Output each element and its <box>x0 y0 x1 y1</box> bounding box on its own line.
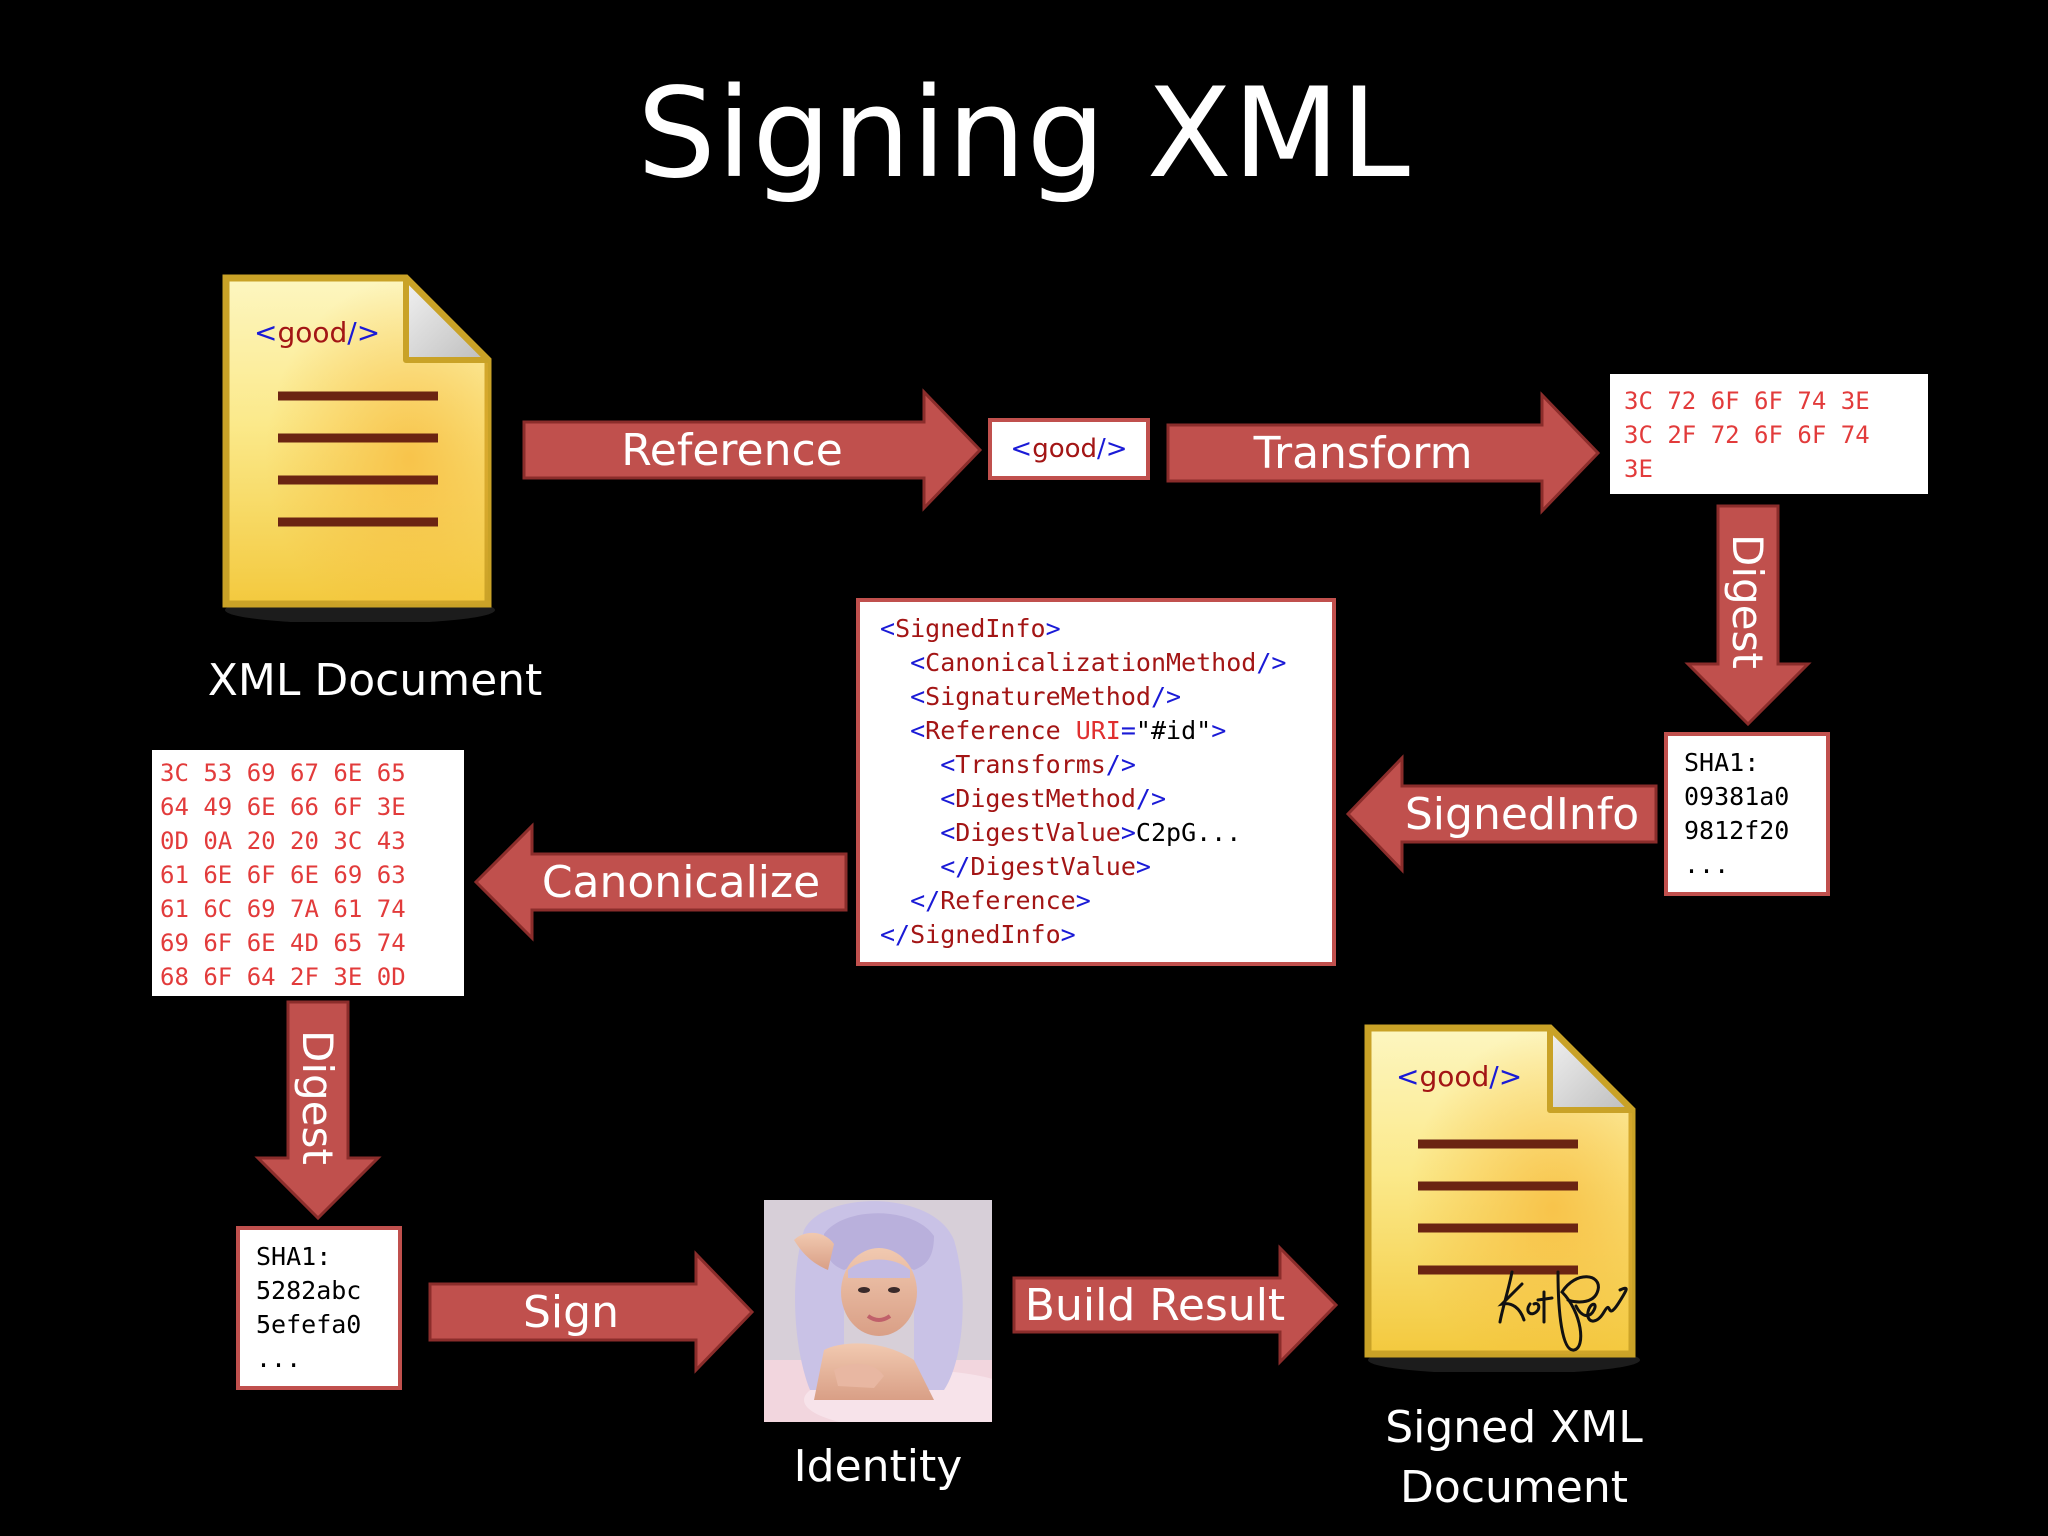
digest-left-label: Digest <box>293 1030 342 1165</box>
xml-canonicalization: <CanonicalizationMethod/> <box>910 648 1287 677</box>
transform-arrow: Transform <box>1166 391 1601 515</box>
transformed-hex-box: 3C 72 6F 6F 74 3E 3C 2F 72 6F 6F 74 3E <box>1610 374 1928 494</box>
build-result-label: Build Result <box>1024 1279 1286 1331</box>
xml-digest-method: <DigestMethod/> <box>940 784 1167 813</box>
signed-xml-document-icon: <good/> <box>1362 1022 1644 1374</box>
digest-left-arrow: Digest <box>254 1000 382 1221</box>
build-result-arrow: Build Result <box>1012 1244 1339 1366</box>
signature-icon <box>1497 1270 1628 1352</box>
canonicalize-arrow: Canonicalize <box>473 822 848 942</box>
xml-digest-value-close: </DigestValue> <box>940 852 1151 881</box>
signedinfo-xml-box: <SignedInfo> <CanonicalizationMethod/> <… <box>856 598 1336 966</box>
xml-transforms: <Transforms/> <box>940 750 1136 779</box>
xml-signature-method: <SignatureMethod/> <box>910 682 1182 711</box>
signedinfo-arrow: SignedInfo <box>1345 754 1658 874</box>
xml-reference-close: </Reference> <box>910 886 1091 915</box>
xml-digest-value-open: <DigestValue>C2pG... <box>940 818 1242 847</box>
xml-document-icon: <good/> <box>220 272 500 624</box>
xml-document-caption: XML Document <box>207 655 543 706</box>
reference-arrow: Reference <box>522 388 983 512</box>
page-title: Signing XML <box>637 62 1411 206</box>
identity-photo <box>764 1200 992 1422</box>
digest-sha1-box-top: SHA1: 09381a0 9812f20 ... <box>1664 732 1830 896</box>
canonical-hex-box: 3C 53 69 67 6E 65 64 49 6E 66 6F 3E 0D 0… <box>152 750 464 996</box>
reference-label: Reference <box>621 424 843 476</box>
sign-arrow: Sign <box>428 1250 755 1374</box>
digest-sha1-box-bottom: SHA1: 5282abc 5efefa0 ... <box>236 1226 402 1390</box>
identity-caption: Identity <box>793 1441 963 1492</box>
signed-xml-document-caption: Signed XML Document <box>1385 1402 1643 1513</box>
transform-label: Transform <box>1253 427 1473 479</box>
sign-label: Sign <box>523 1286 619 1338</box>
signedinfo-label: SignedInfo <box>1404 788 1640 840</box>
reference-node-box: <good/> <box>988 418 1150 480</box>
signed-doc-good-tag: <good/> <box>1396 1060 1523 1093</box>
canonicalize-label: Canonicalize <box>541 856 821 908</box>
xml-signedinfo-open: <SignedInfo> <box>880 614 1061 643</box>
digest-top-label: Digest <box>1723 534 1772 669</box>
digest-top-arrow: Digest <box>1684 504 1812 727</box>
doc-good-tag: <good/> <box>254 316 381 349</box>
xml-signedinfo-close: </SignedInfo> <box>880 920 1076 949</box>
xml-reference-open: <Reference URI="#id"> <box>910 716 1227 745</box>
